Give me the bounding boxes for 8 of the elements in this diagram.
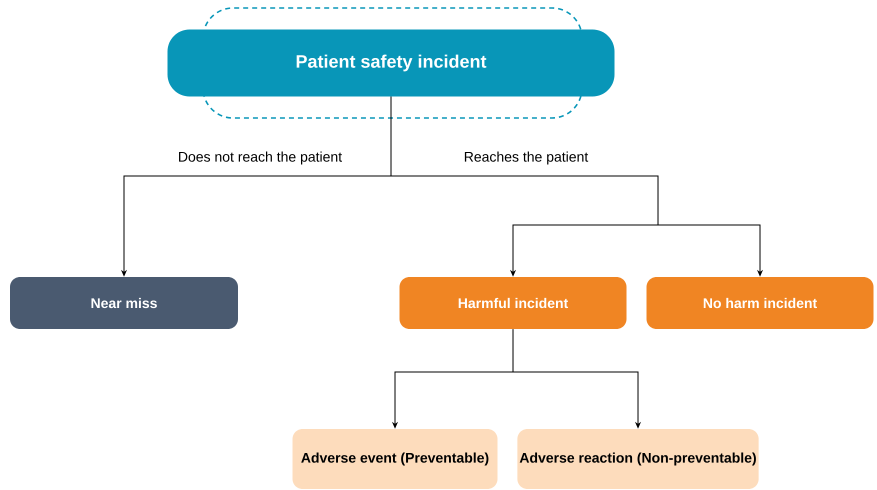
subcategory-box: Adverse reaction (Non-preventable) (517, 429, 759, 489)
title-box: Patient safety incident (168, 30, 614, 96)
edge-label: Does not reach the patient (176, 150, 344, 166)
edge-label: Reaches the patient (462, 150, 590, 166)
category-box: No harm incident (646, 277, 874, 329)
category-box: Harmful incident (400, 277, 626, 329)
subcategory-box: Adverse event (Preventable) (292, 429, 498, 489)
category-box: Near miss (10, 277, 238, 329)
